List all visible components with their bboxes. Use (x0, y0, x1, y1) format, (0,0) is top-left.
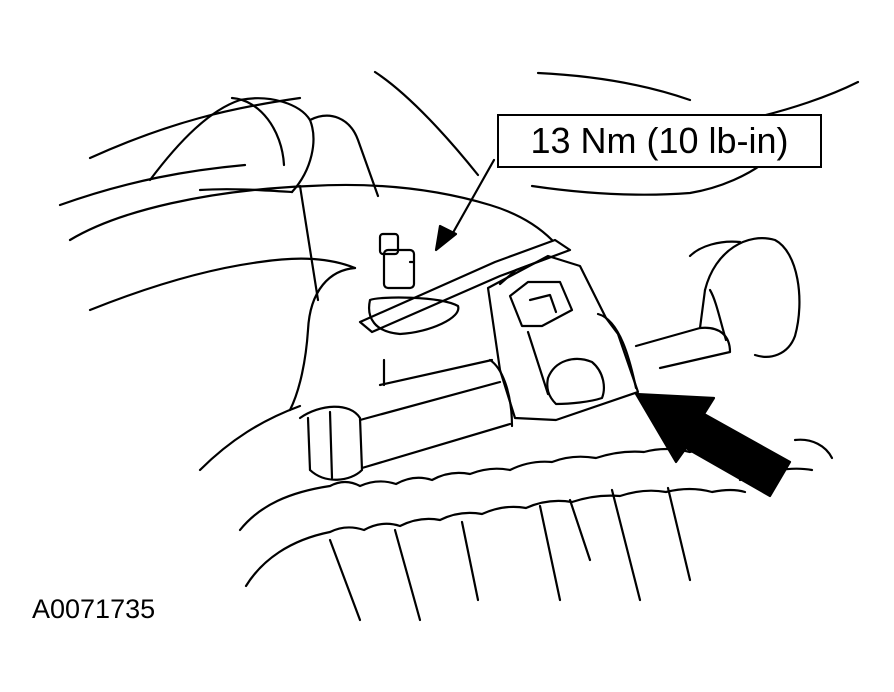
pointer-arrow (634, 392, 792, 498)
lower-rails (328, 486, 692, 622)
upper-hose (148, 96, 380, 302)
right-shaft (634, 237, 801, 370)
stud-and-nut (368, 232, 460, 336)
bracket-plate (358, 238, 572, 334)
torque-leader-arrow (434, 158, 496, 252)
torque-callout-box: 13 Nm (10 lb-in) (497, 114, 822, 168)
figure-id-label: A0071735 (32, 594, 156, 624)
body-outline (68, 183, 554, 472)
clamp-block (486, 254, 640, 422)
left-shaft (298, 358, 514, 481)
torque-callout-text: 13 Nm (10 lb-in) (530, 120, 789, 161)
